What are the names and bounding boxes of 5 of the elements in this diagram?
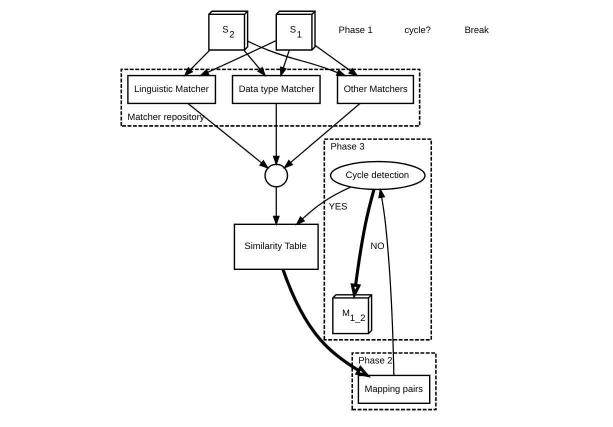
label: Phase 1	[338, 25, 373, 36]
edge-label: YES	[328, 201, 348, 212]
edge-label: NO	[370, 241, 384, 252]
label: Break	[464, 25, 489, 36]
label: cycle?	[404, 25, 431, 36]
